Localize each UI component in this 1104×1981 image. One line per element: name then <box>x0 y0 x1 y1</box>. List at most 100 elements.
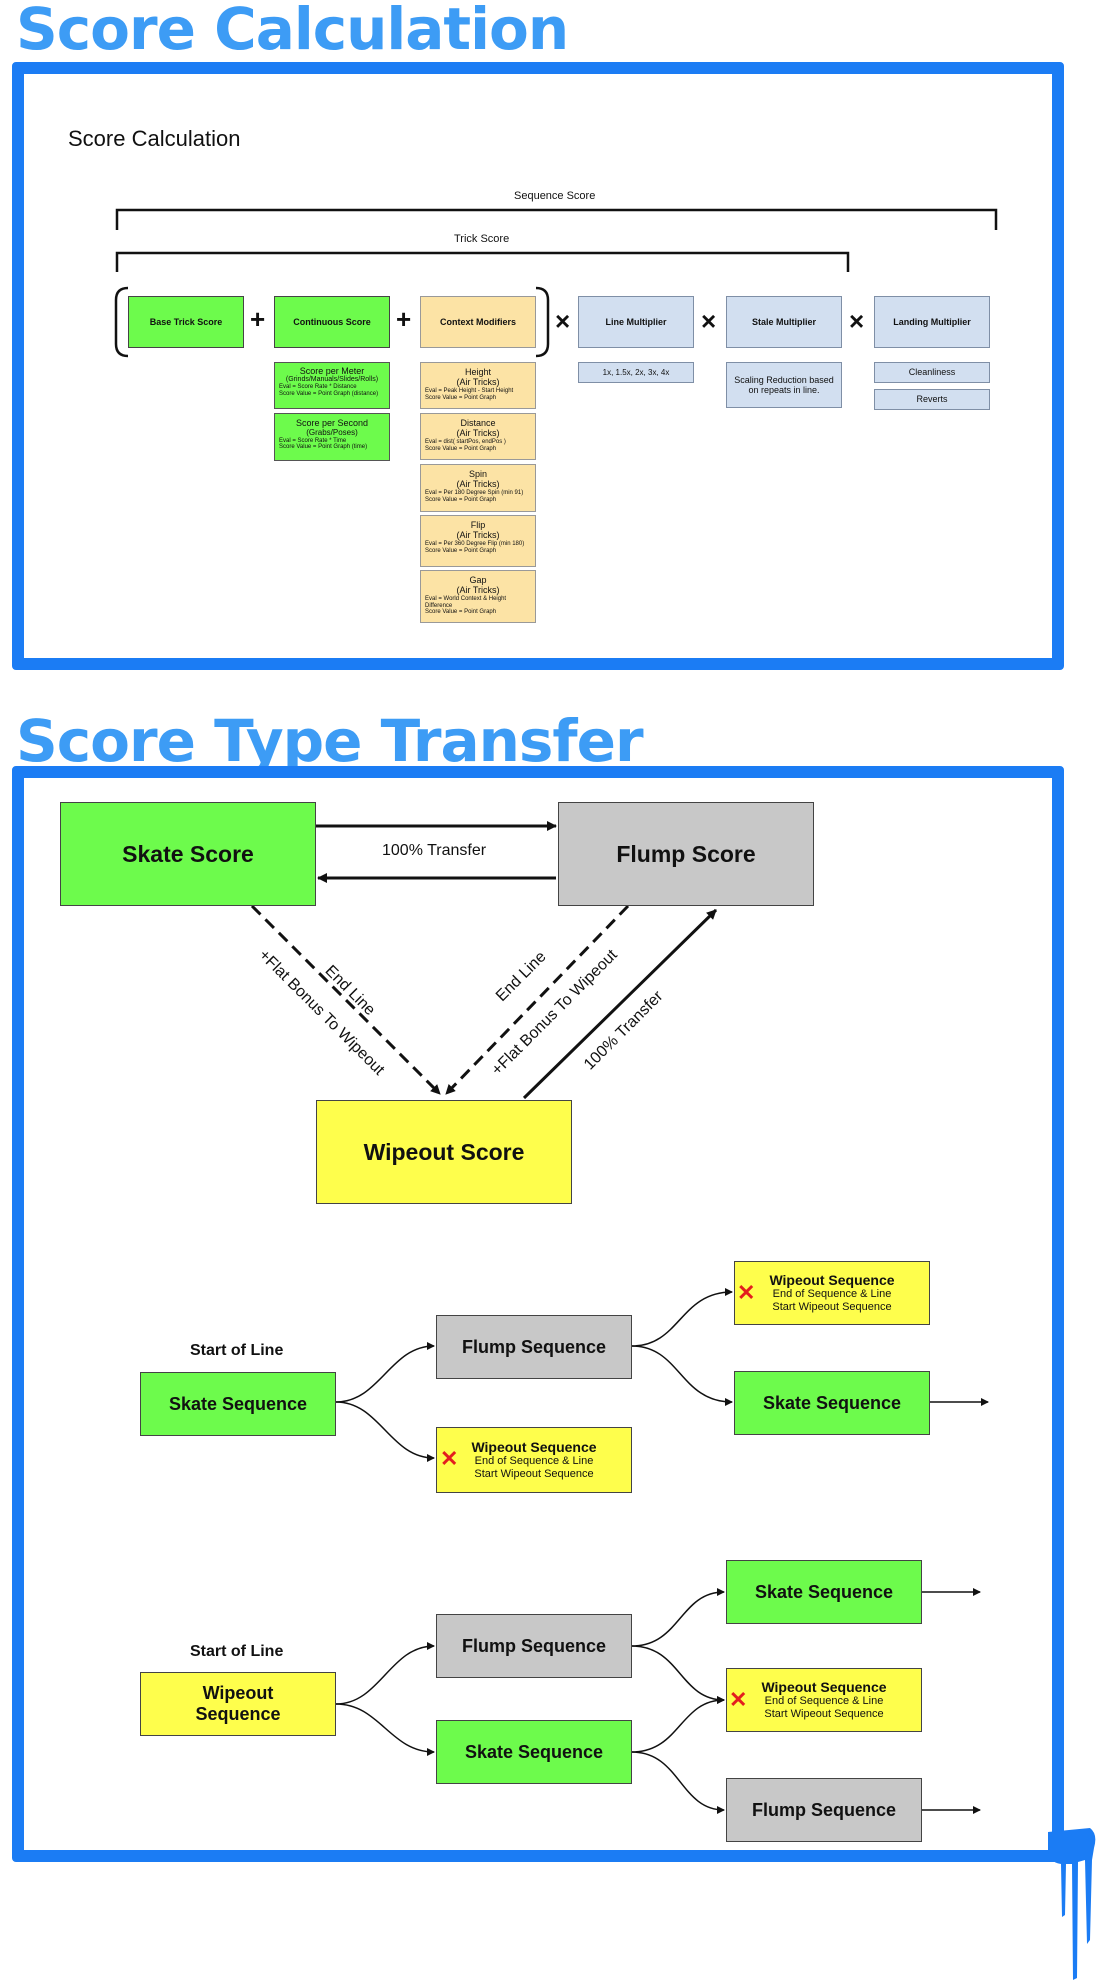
sequence-score-bracket <box>115 208 998 230</box>
height-modifier-eval: Eval = Peak Height - Start Height <box>425 387 514 394</box>
gap-modifier-title: Gap <box>469 575 487 585</box>
line-multiplier-values-box: 1x, 1.5x, 2x, 3x, 4x <box>578 362 694 383</box>
gap-modifier-value: Score Value = Point Graph <box>425 609 497 616</box>
flip-modifier-value: Score Value = Point Graph <box>425 547 497 554</box>
gap-modifier-subtitle: (Air Tricks) <box>456 585 500 596</box>
height-modifier-value: Score Value = Point Graph <box>425 394 497 401</box>
continuous-score-label: Continuous Score <box>293 316 371 327</box>
gap-modifier-eval: Eval = World Context & Height <box>425 595 507 602</box>
left-paren <box>114 286 129 358</box>
times-operator-3: × <box>849 306 865 336</box>
landing-multiplier-box: Landing Multiplier <box>874 296 990 348</box>
transfer-label-horizontal: 100% Transfer <box>382 842 487 859</box>
score-per-meter-eval: Eval = Score Rate * Distance <box>279 384 357 391</box>
skate-score-label: Skate Score <box>122 840 254 867</box>
score-calculation-title: Score Calculation <box>68 126 241 151</box>
line-multiplier-values: 1x, 1.5x, 2x, 3x, 4x <box>602 367 670 377</box>
stale-note: Scaling Reduction based on repeats in li… <box>734 374 834 395</box>
flow2-flump-out-box: Flump Sequence <box>726 1778 922 1842</box>
sequence-score-label: Sequence Score <box>514 190 596 202</box>
flip-modifier-box: Flip (Air Tricks) Eval = Per 360 Degree … <box>420 515 536 567</box>
flow1-wipeout-lower-box: Wipeout Sequence End of Sequence & Line … <box>436 1427 632 1493</box>
spin-modifier-eval: Eval = Per 180 Degree Spin (min 91) <box>425 489 524 496</box>
curve-skate-to-flump-1 <box>335 1342 435 1403</box>
flow2-start-wipeout-box: Wipeout Sequence <box>140 1672 336 1736</box>
distance-modifier-subtitle: (Air Tricks) <box>456 428 500 439</box>
flow1-start-skate-box: Skate Sequence <box>140 1372 336 1436</box>
curve-skate-to-flump-2 <box>631 1751 725 1814</box>
flow1-wipeout-lower-line2: Start Wipeout Sequence <box>474 1468 594 1481</box>
spin-modifier-box: Spin (Air Tricks) Eval = Per 180 Degree … <box>420 464 536 512</box>
flip-modifier-title: Flip <box>470 520 486 530</box>
curve-skate-to-wipeout-2 <box>631 1696 725 1753</box>
height-modifier-subtitle: (Air Tricks) <box>456 377 500 388</box>
flow2-wipeout-x-icon: ✕ <box>729 1687 748 1712</box>
flow2-skate-mid-box: Skate Sequence <box>436 1720 632 1784</box>
times-operator-1: × <box>555 306 571 336</box>
continuous-score-box: Continuous Score <box>274 296 390 348</box>
flow2-wipeout-line2: Start Wipeout Sequence <box>764 1708 884 1721</box>
trick-score-label: Trick Score <box>454 233 510 245</box>
paint-drip-decoration <box>1048 1828 1096 1980</box>
flow1-flump-label: Flump Sequence <box>461 1336 607 1357</box>
flow1-wipeout-lower-x-icon: ✕ <box>440 1446 459 1471</box>
context-modifiers-label: Context Modifiers <box>439 316 516 327</box>
score-calculation-frame <box>12 62 1064 670</box>
wipeout-score-box: Wipeout Score <box>316 1100 572 1204</box>
score-per-meter-title: Score per Meter <box>299 366 365 376</box>
curve-flump-to-wipeout-1 <box>631 1288 733 1347</box>
score-per-second-subtitle: (Grabs/Poses) <box>306 428 358 438</box>
flow1-skate-out-box: Skate Sequence <box>734 1371 930 1435</box>
flow1-flump-box: Flump Sequence <box>436 1315 632 1379</box>
flow1-wipeout-upper-line1: End of Sequence & Line <box>772 1288 892 1301</box>
score-per-second-eval: Eval = Score Rate * Time <box>279 437 347 444</box>
wipeout-score-label: Wipeout Score <box>363 1138 525 1165</box>
flow2-wipeout-line1: End of Sequence & Line <box>764 1695 884 1708</box>
base-trick-score-box: Base Trick Score <box>128 296 244 348</box>
spin-modifier-value: Score Value = Point Graph <box>425 496 497 503</box>
base-trick-score-label: Base Trick Score <box>149 316 223 327</box>
flow2-start-label: Start of Line <box>190 1643 284 1660</box>
reverts-label: Reverts <box>916 394 948 405</box>
distance-modifier-box: Distance (Air Tricks) Eval = dist( start… <box>420 413 536 460</box>
distance-modifier-eval: Eval = dist( startPos, endPos ) <box>425 438 506 445</box>
gap-modifier-eval-cont: Difference <box>425 602 453 609</box>
section-heading-score-type-transfer: Score Type Transfer <box>16 707 644 775</box>
height-modifier-title: Height <box>464 367 491 377</box>
distance-modifier-value: Score Value = Point Graph <box>425 445 497 452</box>
flow2-skate-out-box: Skate Sequence <box>726 1560 922 1624</box>
curve-flump-to-skate-1 <box>631 1345 733 1406</box>
score-brackets <box>114 208 998 358</box>
flow1-wipeout-lower-line1: End of Sequence & Line <box>474 1455 594 1468</box>
flow2-flump-out-label: Flump Sequence <box>751 1799 897 1820</box>
flow1-wipeout-upper-line2: Start Wipeout Sequence <box>772 1301 892 1314</box>
plus-operator-2: + <box>396 304 412 334</box>
stale-multiplier-label: Stale Multiplier <box>751 316 816 327</box>
flow2-wipeout-title: Wipeout Sequence <box>761 1679 887 1696</box>
flow1-wipeout-upper-x-icon: ✕ <box>737 1280 756 1305</box>
right-paren <box>535 286 550 358</box>
spin-modifier-subtitle: (Air Tricks) <box>456 479 500 490</box>
arrow-flump-to-wipeout <box>444 904 630 1096</box>
skate-score-box: Skate Score <box>60 802 316 906</box>
flow1-start-label: Start of Line <box>190 1342 284 1359</box>
trick-score-bracket <box>115 251 850 272</box>
curve-wipeout-to-skate-2 <box>335 1703 435 1756</box>
curve-skate-to-wipeout-1 <box>335 1401 435 1462</box>
curve-flump-to-skate-2 <box>631 1588 725 1647</box>
flump-score-label: Flump Score <box>616 840 756 867</box>
line-multiplier-box: Line Multiplier <box>578 296 694 348</box>
score-per-meter-subtitle: (Grinds/Manuals/Slides/Rolls) <box>285 376 379 384</box>
flow2-skate-mid-label: Skate Sequence <box>464 1741 604 1762</box>
height-modifier-box: Height (Air Tricks) Eval = Peak Height -… <box>420 362 536 409</box>
gap-modifier-box: Gap (Air Tricks) Eval = World Context & … <box>420 570 536 623</box>
plus-operator-1: + <box>250 304 266 334</box>
flow2-skate-out-label: Skate Sequence <box>754 1581 894 1602</box>
cleanliness-label: Cleanliness <box>908 367 956 378</box>
section-heading-score-calculation: Score Calculation <box>16 0 569 63</box>
stale-note-box: Scaling Reduction based on repeats in li… <box>726 362 842 408</box>
flow1-start-skate-label: Skate Sequence <box>168 1393 308 1414</box>
score-per-second-value: Score Value = Point Graph (time) <box>279 444 368 451</box>
distance-modifier-title: Distance <box>460 418 496 428</box>
